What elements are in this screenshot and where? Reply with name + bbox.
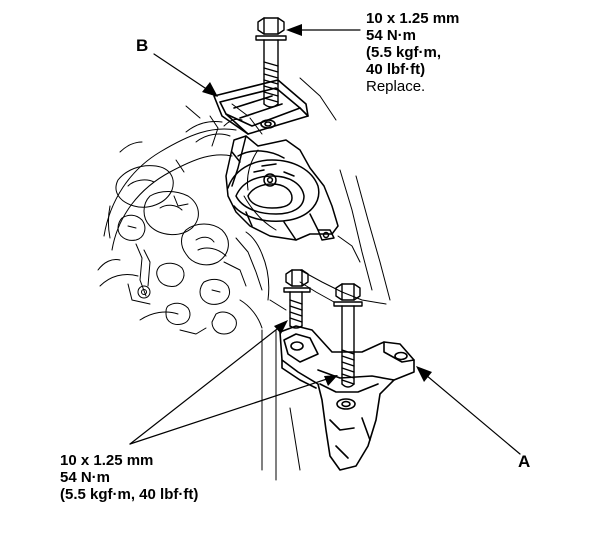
- top-bolt-torque-lbf: 40 lbf·ft): [366, 61, 426, 78]
- bracket-a: [279, 325, 415, 471]
- top-bolt-note: Replace.: [366, 78, 426, 95]
- lower-bolt-long: [333, 283, 363, 388]
- part-label-a: A: [518, 452, 531, 471]
- top-bolt-torque-kgf: (5.5 kgf·m,: [366, 44, 442, 61]
- top-bolt-size: 10 x 1.25 mm: [366, 10, 460, 27]
- top-bolt: [255, 17, 287, 108]
- part-label-b: B: [136, 36, 149, 55]
- lower-bolt-torque-alt: (5.5 kgf·m, 40 lbf·ft): [60, 486, 199, 503]
- lower-bolt-short: [283, 269, 311, 329]
- lower-bolt-torque: 54 N·m: [60, 469, 111, 486]
- lower-bolts-spec: 10 x 1.25 mm 54 N·m (5.5 kgf·m, 40 lbf·f…: [60, 452, 198, 503]
- leader-arrowheads: [202, 24, 432, 386]
- frame-edge: [261, 169, 391, 481]
- top-bolt-spec: 10 x 1.25 mm 54 N·m (5.5 kgf·m, 40 lbf·f…: [366, 10, 459, 95]
- leader-lines: [129, 29, 521, 455]
- engine-block: [97, 77, 337, 335]
- bracket-b: [213, 79, 309, 135]
- top-bolt-torque: 54 N·m: [366, 27, 417, 44]
- lower-bolt-size: 10 x 1.25 mm: [60, 452, 154, 469]
- engine-mount: [225, 135, 339, 241]
